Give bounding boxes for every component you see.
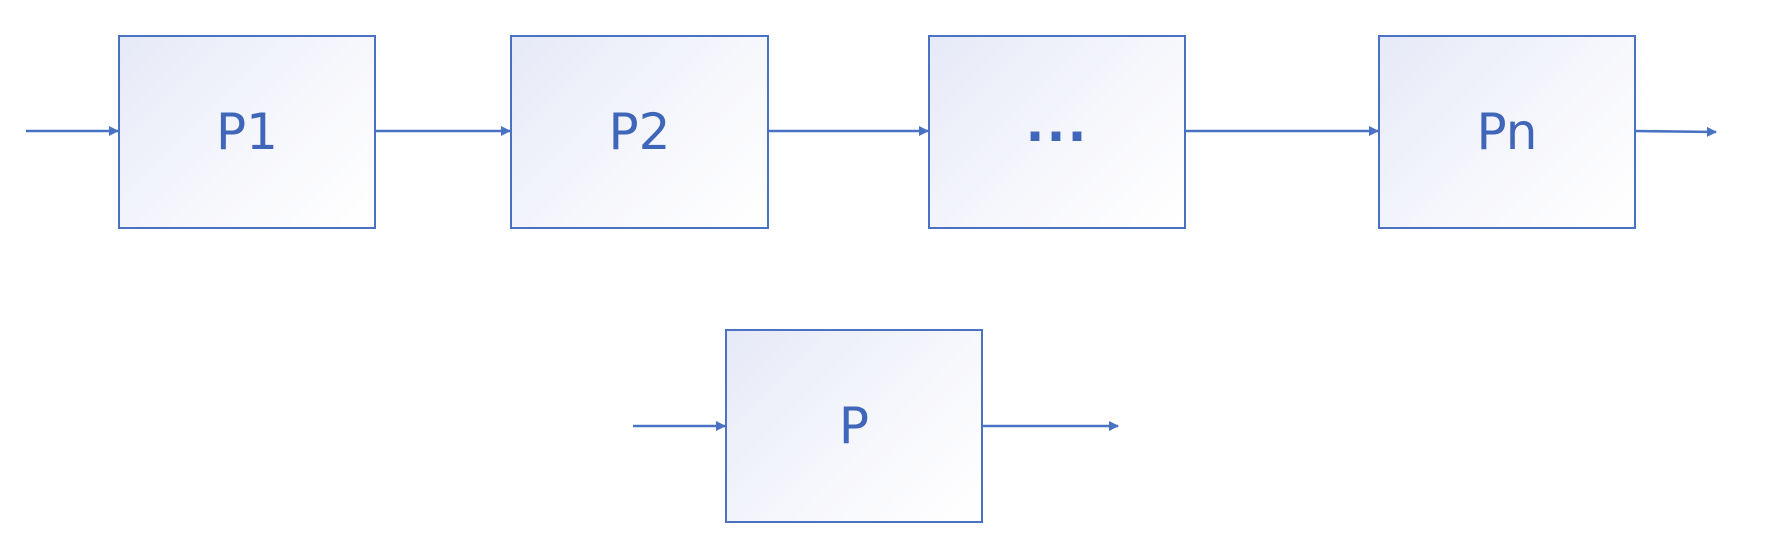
process-label: ... <box>1025 95 1089 153</box>
process-box-ellipsis: ... <box>928 35 1186 229</box>
process-label: P2 <box>608 103 671 161</box>
output-arrow <box>1635 126 1717 137</box>
process-box-p: P <box>725 329 983 523</box>
process-label: P <box>838 397 870 455</box>
process-label: Pn <box>1476 103 1538 161</box>
process-box-p2: P2 <box>510 35 769 229</box>
process-label: P1 <box>216 103 278 161</box>
process-box-p1: P1 <box>118 35 376 229</box>
process-box-pn: Pn <box>1378 35 1636 229</box>
